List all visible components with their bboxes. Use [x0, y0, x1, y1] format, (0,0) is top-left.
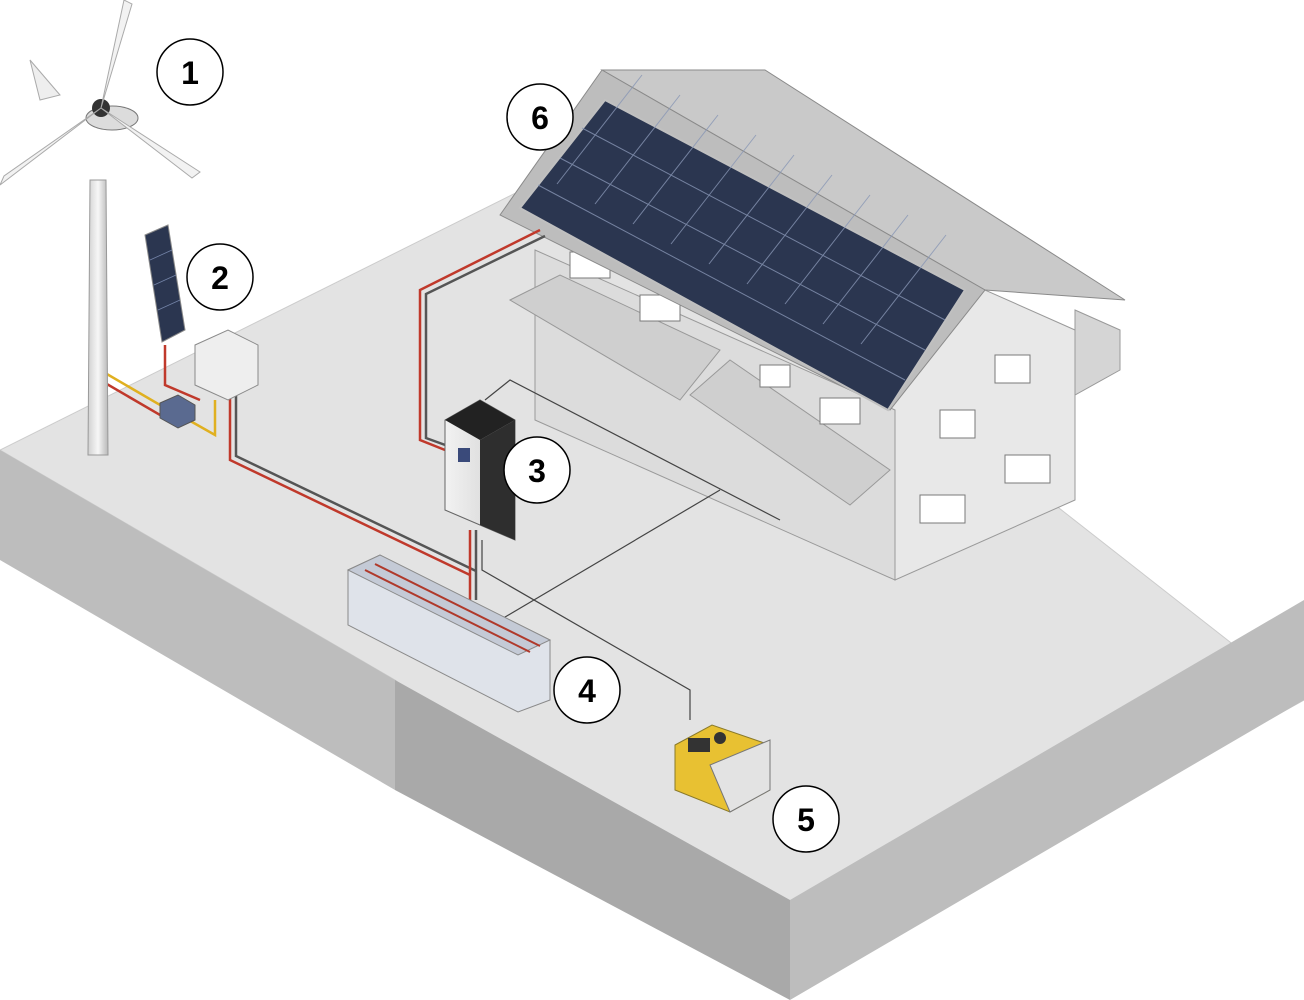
- wire-box-to-battery: [234, 392, 477, 573]
- callout-3: 3: [503, 436, 571, 504]
- roof-solar-array: [518, 74, 967, 412]
- wire-controller-to-box: [184, 400, 217, 438]
- callout-4: 4: [553, 656, 621, 724]
- callout-6: 6: [506, 83, 574, 151]
- ground-left-face: [0, 450, 395, 790]
- window: [939, 409, 976, 439]
- turbine-blade: [100, 0, 133, 109]
- window: [759, 364, 791, 388]
- callout-5: 5: [772, 785, 840, 853]
- wire-house-to-ground: [499, 489, 721, 621]
- lower-awning-left: [508, 274, 721, 401]
- callout-label: 2: [211, 260, 229, 296]
- callout-label: 1: [181, 55, 199, 91]
- wire-box-to-battery: [228, 395, 471, 577]
- solar-panel-small: [144, 224, 186, 343]
- generator-panel: [688, 738, 710, 752]
- callout-label: 6: [531, 100, 549, 136]
- balcony: [1074, 309, 1121, 396]
- turbine-blade: [100, 107, 201, 179]
- wire-inverter-to-generator: [481, 540, 691, 720]
- battery-bank: [346, 554, 552, 713]
- lower-awning-right: [689, 359, 891, 506]
- junction-box: [194, 329, 259, 401]
- ground-front-face: [395, 680, 790, 1000]
- callout-label: 4: [578, 673, 596, 709]
- callout-2: 2: [186, 243, 254, 311]
- ground-platform: [0, 149, 1304, 1000]
- window: [919, 494, 966, 524]
- callout-label: 5: [797, 802, 815, 838]
- wire-roof-to-inverter: [424, 234, 546, 448]
- callout-label: 3: [528, 453, 546, 489]
- wire-panel-to-box: [163, 345, 201, 402]
- charge-controller: [159, 394, 196, 429]
- generator: [674, 724, 771, 813]
- wind-turbine: [0, 0, 201, 456]
- window: [819, 397, 861, 425]
- wire-inverter-to-house: [484, 379, 781, 521]
- callout-1: 1: [156, 38, 224, 106]
- turbine-tail: [29, 59, 61, 101]
- ground-right-face: [790, 600, 1304, 1000]
- turbine-tower: [87, 179, 109, 456]
- generator-cap: [714, 732, 726, 744]
- inverter-display: [458, 448, 470, 462]
- inverter: [444, 399, 516, 541]
- window: [1004, 454, 1051, 484]
- wire-roof-to-inverter: [418, 228, 541, 452]
- turbine-blade: [0, 107, 102, 186]
- window: [994, 354, 1031, 384]
